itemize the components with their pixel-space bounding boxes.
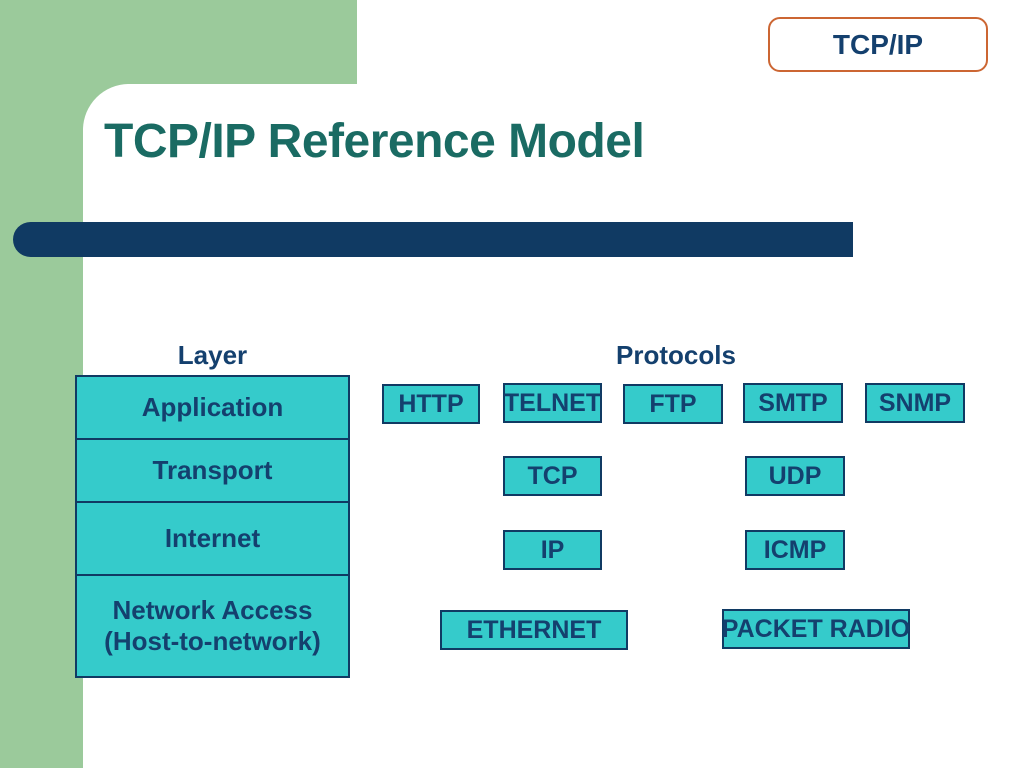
protocol-box-packet-radio: PACKET RADIO — [722, 609, 910, 649]
protocol-box-tcp: TCP — [503, 456, 602, 496]
protocol-label: ICMP — [763, 535, 827, 564]
layer-row-internet: Internet — [77, 501, 348, 574]
protocol-box-snmp: SNMP — [865, 383, 965, 423]
layer-label: Transport — [152, 455, 273, 485]
layer-column-header: Layer — [75, 340, 350, 370]
protocol-label: TCP — [527, 461, 578, 490]
protocol-label: SNMP — [878, 388, 952, 417]
protocol-label: HTTP — [398, 389, 464, 418]
protocol-label: UDP — [768, 461, 822, 490]
protocol-box-udp: UDP — [745, 456, 845, 496]
left-green-strip — [0, 0, 83, 768]
title-underline-bar — [13, 222, 853, 257]
protocols-header-label: Protocols — [616, 340, 736, 370]
protocol-label: PACKET RADIO — [721, 614, 911, 643]
protocol-label: FTP — [649, 389, 697, 418]
layer-label: Application — [141, 392, 284, 422]
page-title: TCP/IP Reference Model — [104, 115, 645, 168]
protocol-box-ethernet: ETHERNET — [440, 610, 628, 650]
protocol-label: TELNET — [503, 388, 602, 417]
top-green-block — [0, 0, 357, 84]
layer-label: Network Access — [112, 595, 313, 625]
protocol-box-telnet: TELNET — [503, 383, 602, 423]
tcpip-badge-label: TCP/IP — [832, 28, 924, 60]
protocols-column-header: Protocols — [526, 340, 826, 370]
layer-stack-table: Application Transport Internet Network A… — [75, 375, 350, 678]
layer-header-label: Layer — [177, 340, 248, 370]
layer-row-network-access: Network Access (Host-to-network) — [77, 574, 348, 676]
protocol-box-http: HTTP — [382, 384, 480, 424]
layer-row-application: Application — [77, 377, 348, 438]
protocol-label: SMTP — [758, 388, 828, 417]
protocol-box-smtp: SMTP — [743, 383, 843, 423]
protocol-label: ETHERNET — [466, 615, 602, 644]
protocol-label: IP — [540, 535, 565, 564]
layer-label: Internet — [164, 523, 261, 553]
protocol-box-ftp: FTP — [623, 384, 723, 424]
tcpip-badge: TCP/IP — [768, 17, 988, 72]
layer-sublabel: (Host-to-network) — [104, 626, 321, 656]
layer-row-transport: Transport — [77, 438, 348, 501]
protocol-box-icmp: ICMP — [745, 530, 845, 570]
protocol-box-ip: IP — [503, 530, 602, 570]
